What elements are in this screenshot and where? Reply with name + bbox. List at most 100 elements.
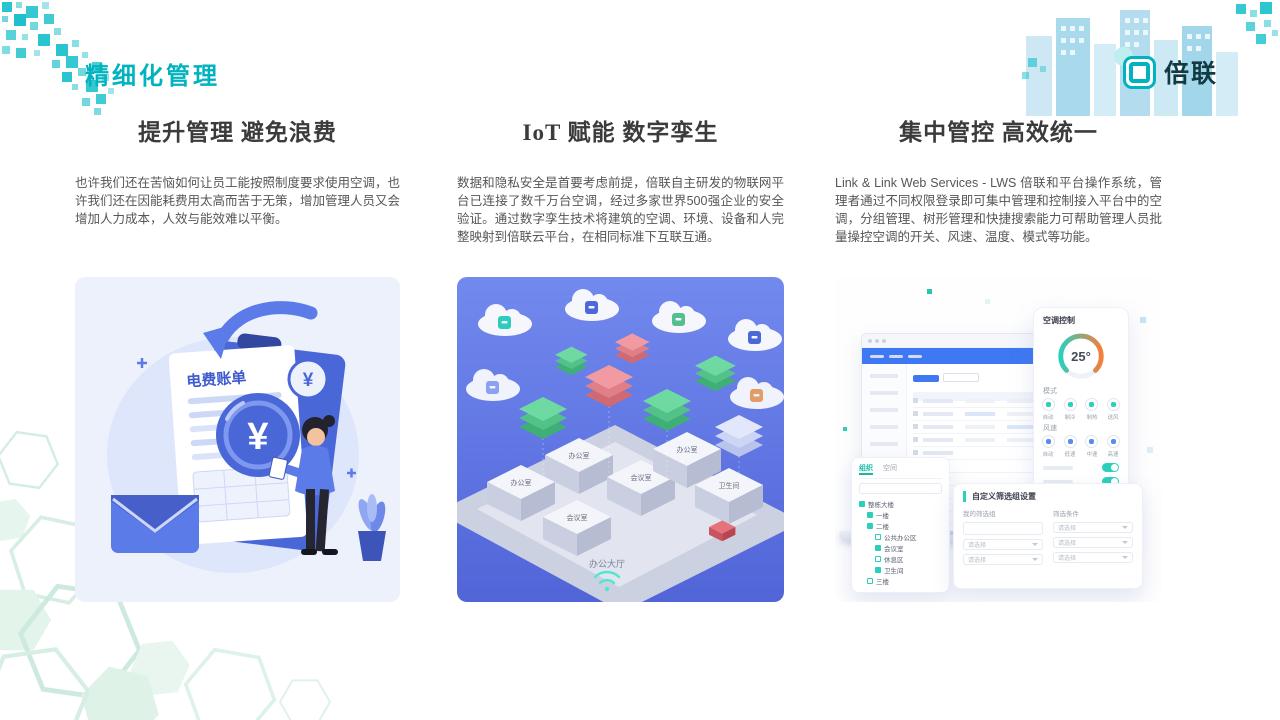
room-blocks: 办公室 办公室 会议室 办公室 卫生间 会议室 办公大厅 <box>487 432 763 569</box>
tree-item: 卫生间 <box>859 564 942 575</box>
temperature-gauge: 25° <box>1054 329 1108 383</box>
link-lines <box>542 401 740 492</box>
mode-icon <box>1085 398 1099 411</box>
caret-down-icon <box>1122 526 1128 529</box>
checkbox <box>867 522 873 529</box>
deco-dot <box>1140 317 1146 323</box>
caret-down-icon <box>1032 558 1038 561</box>
filter-group-label: 我的筛选组 <box>963 511 996 518</box>
svg-text:办公室: 办公室 <box>569 451 590 460</box>
tab-organization: 组织 <box>859 463 873 475</box>
sparkle-icon <box>137 358 356 478</box>
checkbox <box>875 533 881 540</box>
filter-columns: 我的筛选组 请选择 请选择 筛选条件 请选择 请选择 请选择 <box>963 508 1133 565</box>
column-management: 提升管理 避免浪费 也许我们还在苦恼如何让员工能按照制度要求使用空调，也许我们还… <box>75 118 400 602</box>
wind-button: 低速 <box>1063 435 1077 458</box>
wind-icon <box>1106 435 1120 448</box>
column-body-text: 数据和隐私安全是首要考虑前提，倍联自主研发的物联网平台已连接了数千万台空调，经过… <box>457 176 784 244</box>
temperature-value: 25° <box>1071 348 1091 364</box>
mode-button: 送风 <box>1106 398 1120 421</box>
menu-item-bar <box>908 354 922 358</box>
envelope-icon <box>111 495 199 553</box>
wind-buttons-row: 自动 低速 中速 高速 <box>1034 435 1128 458</box>
plant <box>358 494 386 561</box>
caret-down-icon <box>1122 541 1128 544</box>
mode-buttons-row: 自动 制冷 制热 送风 <box>1034 398 1128 421</box>
column-heading: IoT 赋能 数字孪生 <box>522 120 719 145</box>
svg-text:会议室: 会议室 <box>567 513 588 522</box>
tab-space: 空间 <box>883 465 897 472</box>
svg-text:办公室: 办公室 <box>677 445 698 454</box>
toggle-row <box>1034 472 1128 486</box>
filter-condition-column: 筛选条件 请选择 请选择 请选择 <box>1053 508 1133 565</box>
caret-down-icon <box>1122 556 1128 559</box>
checkbox <box>875 555 881 562</box>
wind-icon <box>1042 435 1055 448</box>
toolbar-button <box>913 375 939 382</box>
ac-panel-title: 空调控制 <box>1043 316 1075 325</box>
svg-text:办公室: 办公室 <box>511 478 532 487</box>
filter-name-input <box>963 522 1043 535</box>
tree-tabs: 组织 空间 <box>859 463 942 479</box>
mode-icon <box>1042 398 1055 411</box>
wind-icon <box>1063 435 1077 448</box>
deco-dot <box>843 427 847 431</box>
window-dot <box>875 338 879 343</box>
filter-select: 请选择 <box>963 554 1043 565</box>
column-body-text: 也许我们还在苦恼如何让员工能按照制度要求使用空调，也许我们还在因能耗费用太高而苦… <box>75 176 400 226</box>
mode-button: 制冷 <box>1063 398 1077 421</box>
bill-title: 电费账单 <box>186 368 247 390</box>
arrow-icon <box>203 301 318 359</box>
toggle-switch <box>1102 463 1119 472</box>
svg-text:会议室: 会议室 <box>631 473 652 482</box>
window-dot <box>868 338 872 343</box>
digital-twin-illustration-card: 办公室 办公室 会议室 办公室 卫生间 会议室 办公大厅 <box>457 277 784 602</box>
person-figure <box>268 415 338 555</box>
checkbox <box>867 577 873 584</box>
cloud-icons <box>466 289 784 409</box>
gauge-arc <box>1058 333 1104 379</box>
tree-item: 二楼 <box>859 520 942 531</box>
toggle-label-bar <box>1043 479 1073 484</box>
filter-select: 请选择 <box>1053 552 1133 563</box>
data-layer-stacks <box>519 333 763 542</box>
column-heading: 集中管控 高效统一 <box>899 120 1098 145</box>
deco-dot <box>1147 447 1153 453</box>
mode-section-label: 模式 <box>1043 388 1057 395</box>
filter-settings-panel: 自定义筛选组设置 我的筛选组 请选择 请选择 筛选条件 请选择 请选择 请选择 <box>953 483 1143 589</box>
column-body-text: Link & Link Web Services - LWS 倍联和平台操作系统… <box>835 176 1162 244</box>
hall-label: 办公大厅 <box>589 558 625 569</box>
filter-panel-title: 自定义筛选组设置 <box>963 491 1133 502</box>
caret-down-icon <box>1032 543 1038 546</box>
page-title: 精细化管理 <box>85 63 220 90</box>
menu-item-bar <box>870 354 884 358</box>
tree-search-input <box>859 483 942 494</box>
deco-dot <box>927 289 932 294</box>
mode-button: 制热 <box>1085 398 1099 421</box>
logo-glyph <box>1128 61 1150 83</box>
yen-symbol: ¥ <box>303 370 314 391</box>
filter-group-column: 我的筛选组 请选择 请选择 <box>963 508 1043 565</box>
svg-text:卫生间: 卫生间 <box>719 481 740 490</box>
wifi-icon <box>593 570 621 592</box>
tree-item: 休息区 <box>859 553 942 564</box>
filter-condition-label: 筛选条件 <box>1053 511 1079 518</box>
toolbar-button <box>943 373 979 382</box>
wind-section-label: 风速 <box>1043 425 1057 432</box>
beilian-logo-icon <box>1122 55 1156 89</box>
tree-item: 会议室 <box>859 542 942 553</box>
tree-item: 整栋大楼 <box>859 498 942 509</box>
checkbox <box>867 511 873 518</box>
deco-dot <box>985 299 990 304</box>
column-iot: IoT 赋能 数字孪生 数据和隐私安全是首要考虑前提，倍联自主研发的物联网平台已… <box>457 118 784 602</box>
mode-icon <box>1106 398 1120 411</box>
checkbox <box>875 566 881 573</box>
dashboard-illustration-card: 空调控制 25° 模式 自动 制冷 制热 送风 <box>835 277 1162 602</box>
yen-symbol: ¥ <box>247 416 268 458</box>
window-titlebar <box>862 334 1054 348</box>
mode-icon <box>1063 398 1077 411</box>
app-header-bar <box>862 348 1054 364</box>
toggle-switch <box>1102 477 1119 486</box>
checkbox <box>875 544 881 551</box>
window-dot <box>882 338 886 343</box>
